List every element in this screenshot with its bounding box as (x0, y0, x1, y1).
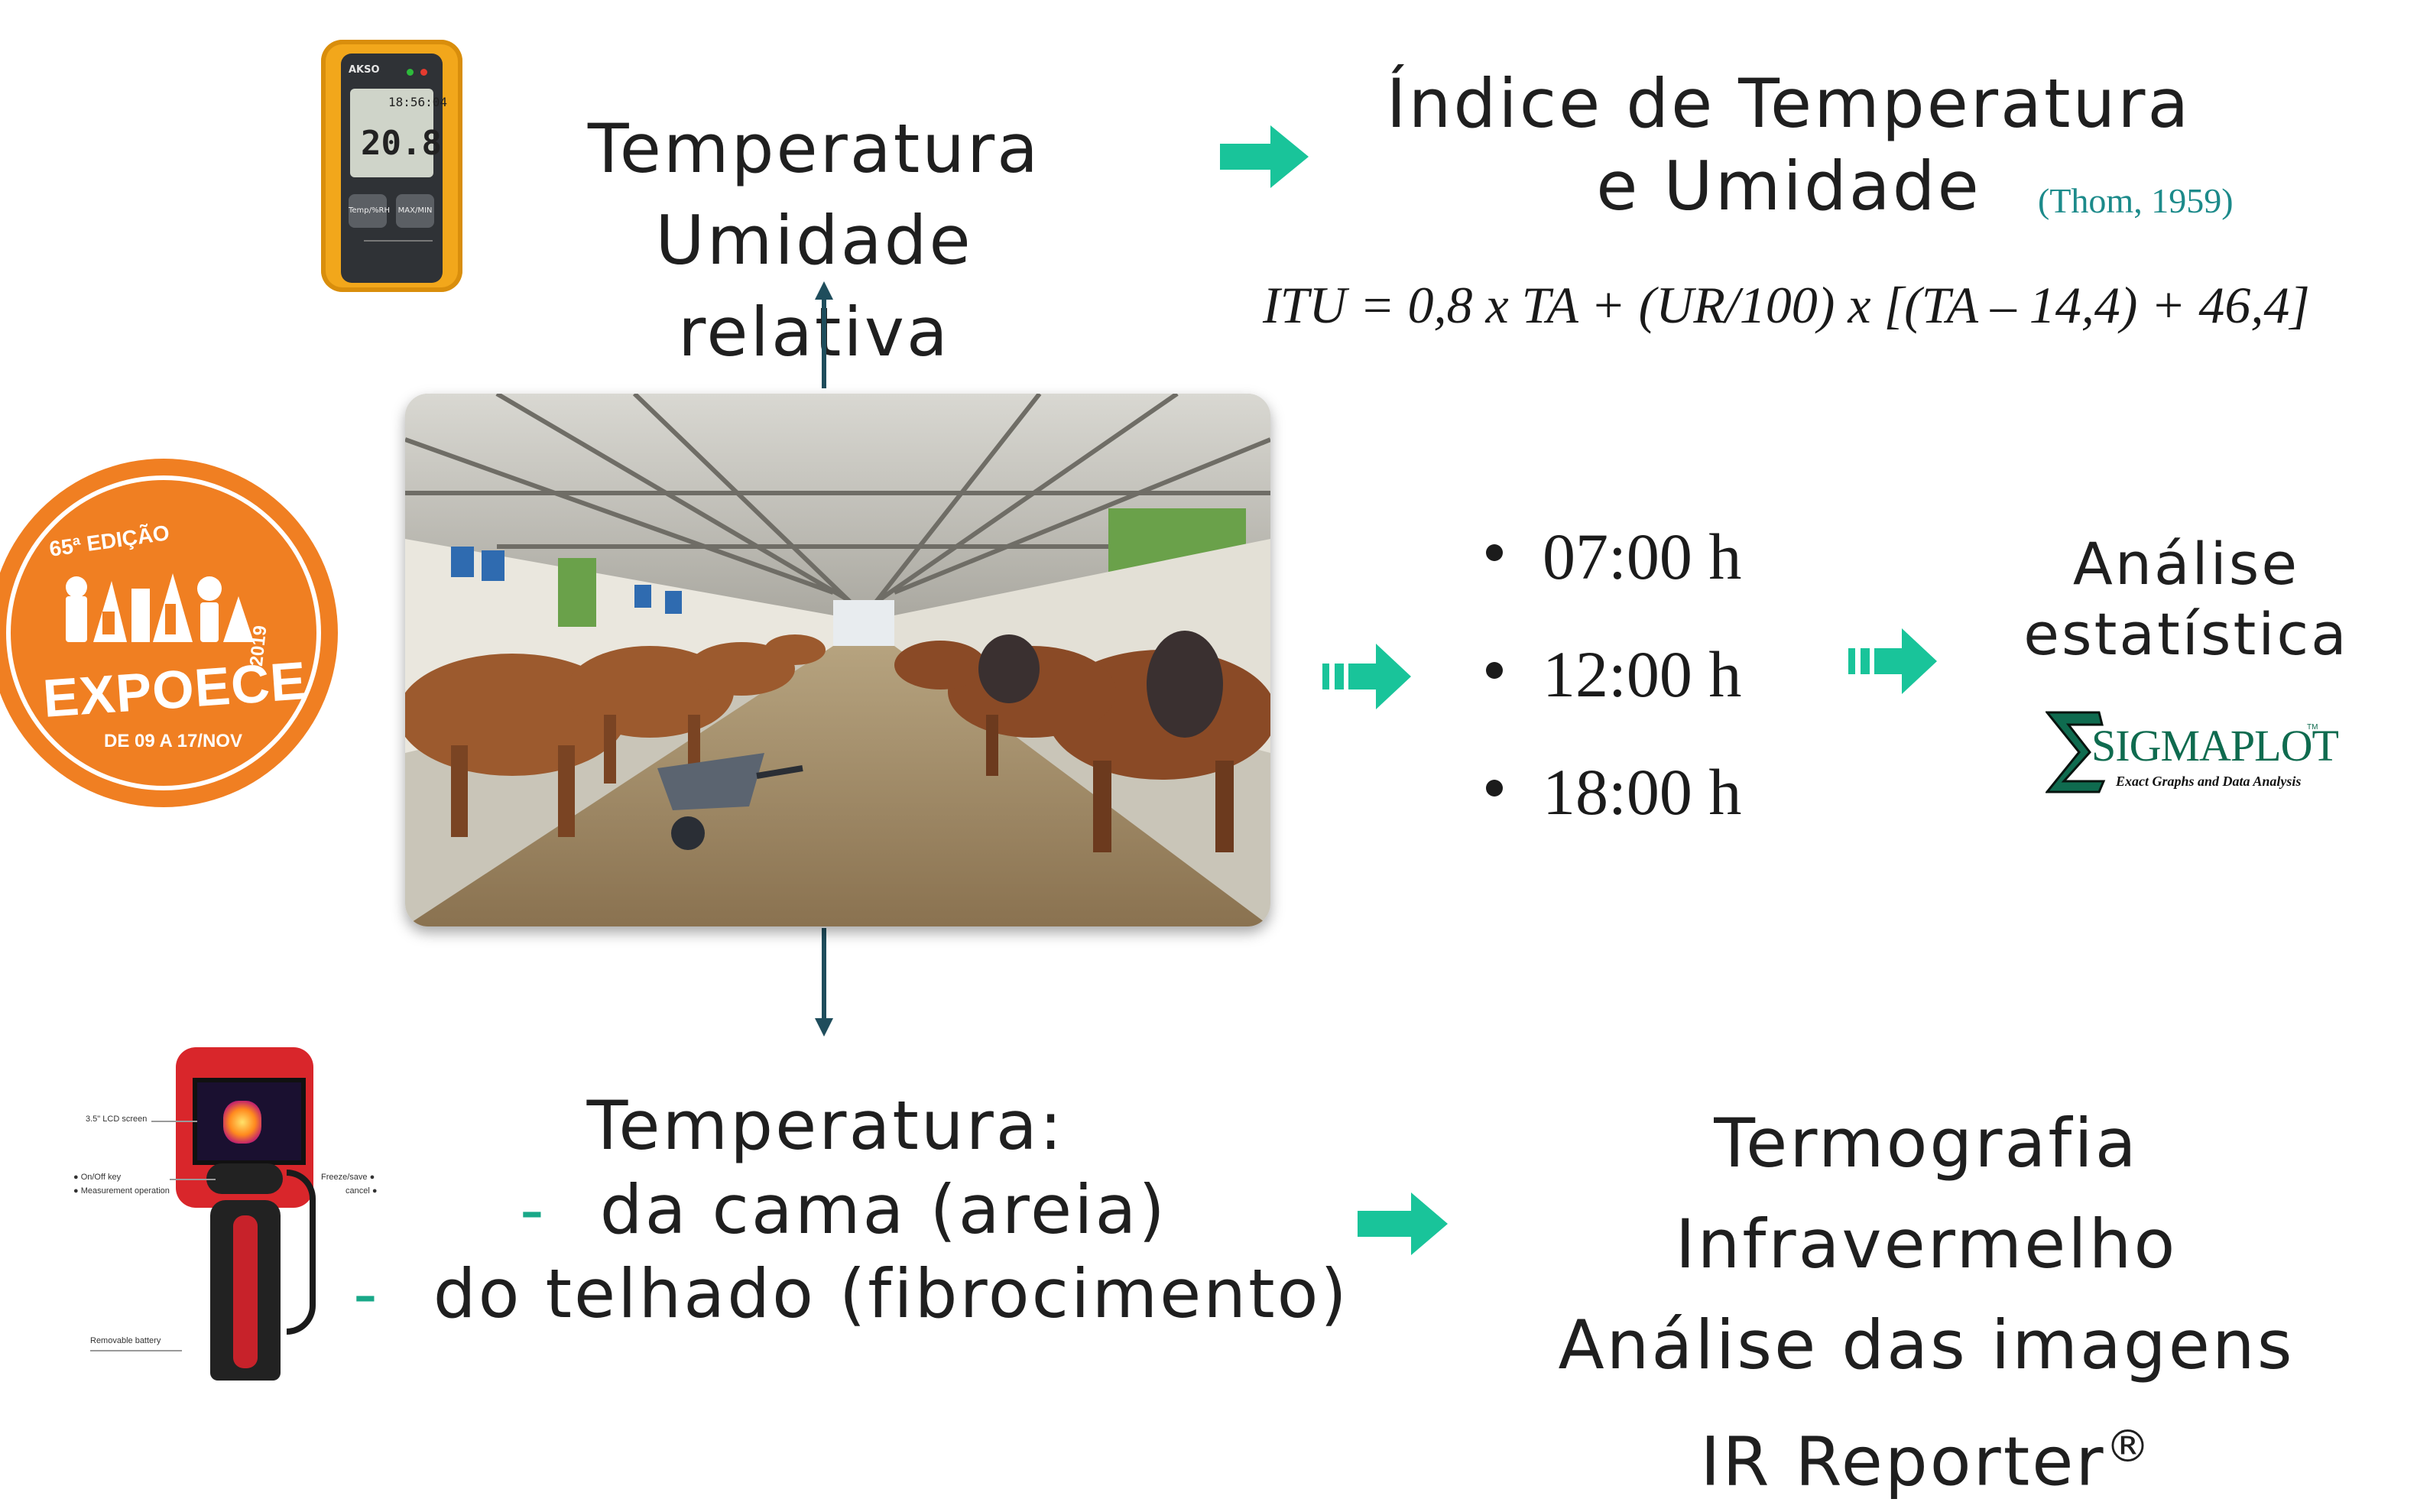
arrow-right-icon-bottom (1358, 1192, 1448, 1255)
camera-label-battery: Removable battery (90, 1336, 161, 1345)
time-label-1: 07:00 h (1543, 520, 1742, 593)
sensor-title: Temperatura Umidade relativa (512, 103, 1116, 378)
connectors-layer (815, 125, 1937, 1255)
logger-lcd-value: 20.8 (361, 124, 442, 163)
camera-label-measure: ● Measurement operation (73, 1186, 170, 1196)
camera-label-lcd: 3.5" LCD screen (86, 1115, 148, 1124)
barn-photo (405, 394, 1270, 926)
itu-citation: (Thom, 1959) (2038, 181, 2234, 220)
time-label-2: 12:00 h (1543, 638, 1742, 711)
thermography-line3: IR Reporter® (1700, 1420, 2153, 1501)
striped-arrow-right-icon-middle (1322, 644, 1411, 709)
wheelbarrow-icon (657, 753, 803, 850)
logger-button-temp: Temp/%RH (349, 194, 390, 228)
expoece-artwork (66, 573, 254, 642)
arrow-right-icon-top (1220, 125, 1309, 188)
measurement-item-1: -da cama (areia) (520, 1168, 1167, 1252)
measurement-item-1-text: da cama (areia) (599, 1170, 1167, 1249)
bullet-icon (1486, 662, 1503, 680)
annotation-line (170, 1179, 216, 1180)
sensor-title-line2: Umidade relativa (655, 201, 973, 372)
camera-label-freeze: Freeze/save ● (321, 1173, 375, 1182)
striped-arrow-right-icon-analysis (1848, 628, 1937, 694)
analysis-title: Análise estatística (1972, 529, 2400, 670)
bullet-icon (1486, 544, 1503, 562)
registered-mark: ® (2105, 1420, 2153, 1472)
annotation-line (90, 1350, 182, 1351)
connector-down-arrow (815, 928, 833, 1037)
dash: - (520, 1170, 547, 1249)
thermal-camera-device (172, 1047, 394, 1381)
connector-up-arrow (815, 281, 833, 388)
thermography-block: Termografia Infravermelho Análise das im… (1468, 1093, 2385, 1512)
green-led-icon (407, 69, 414, 76)
red-led-icon (420, 69, 427, 76)
sigmaplot-tagline: Exact Graphs and Data Analysis (2116, 774, 2302, 789)
camera-screen (193, 1078, 306, 1165)
itu-title: Índice de Temperatura e Umidade (1361, 63, 2217, 228)
camera-label-cancel: cancel ● (346, 1186, 378, 1196)
bullet-icon (1486, 780, 1503, 797)
time-item-3: 18:00 h (1486, 754, 1741, 830)
logger-brand: AKSO (349, 64, 380, 76)
badge-year: 2019 (246, 624, 271, 667)
sigma-icon (2044, 711, 2106, 793)
annotation-line (151, 1121, 197, 1122)
sensor-title-line1: Temperatura (587, 109, 1041, 188)
itu-title-line2: e Umidade (1596, 147, 1981, 226)
sigmaplot-tm: TM (2307, 723, 2318, 732)
itu-formula: ITU = 0,8 x TA + (UR/100) x [(TA – 14,4)… (1263, 276, 2310, 334)
dash: - (353, 1254, 380, 1333)
measurement-item-2: -do telhado (fibrocimento) (353, 1252, 1349, 1336)
datalogger-device: AKSO 18:56:04 20.8 Temp/%RH MAX/MIN (321, 40, 462, 292)
barn-photo-art (405, 394, 1270, 926)
thermography-line1: Termografia Infravermelho (1675, 1104, 2178, 1283)
measurement-title: Temperatura: (586, 1086, 1065, 1165)
badge-dates: DE 09 A 17/NOV (104, 731, 242, 751)
camera-grip (210, 1200, 281, 1381)
logger-lcd: 18:56:04 20.8 (350, 89, 447, 177)
sigmaplot-logo: SIGMAPLOT TM Exact Graphs and Data Analy… (2044, 709, 2339, 793)
logger-specs (364, 240, 433, 272)
camera-keypad (206, 1163, 283, 1194)
analysis-line2: estatística (2023, 600, 2349, 668)
measurement-item-2-text: do telhado (fibrocimento) (433, 1254, 1349, 1333)
camera-strap (287, 1170, 316, 1335)
thermography-line2: Análise das imagens (1558, 1306, 2295, 1384)
time-item-1: 07:00 h (1486, 518, 1741, 595)
camera-label-onoff: ● On/Off key (73, 1173, 122, 1182)
time-item-2: 12:00 h (1486, 636, 1741, 712)
time-label-3: 18:00 h (1543, 755, 1742, 829)
sigmaplot-name: SIGMAPLOT (2091, 721, 2339, 771)
analysis-line1: Análise (2072, 530, 2300, 598)
itu-title-line1: Índice de Temperatura (1386, 64, 2192, 143)
logger-lcd-time: 18:56:04 (388, 95, 448, 109)
expoece-badge: 65ª EDIÇÃO EXPOECE 2019 DE 09 A 17/NOV (0, 459, 338, 807)
logger-button-maxmin: MAX/MIN (396, 194, 434, 228)
